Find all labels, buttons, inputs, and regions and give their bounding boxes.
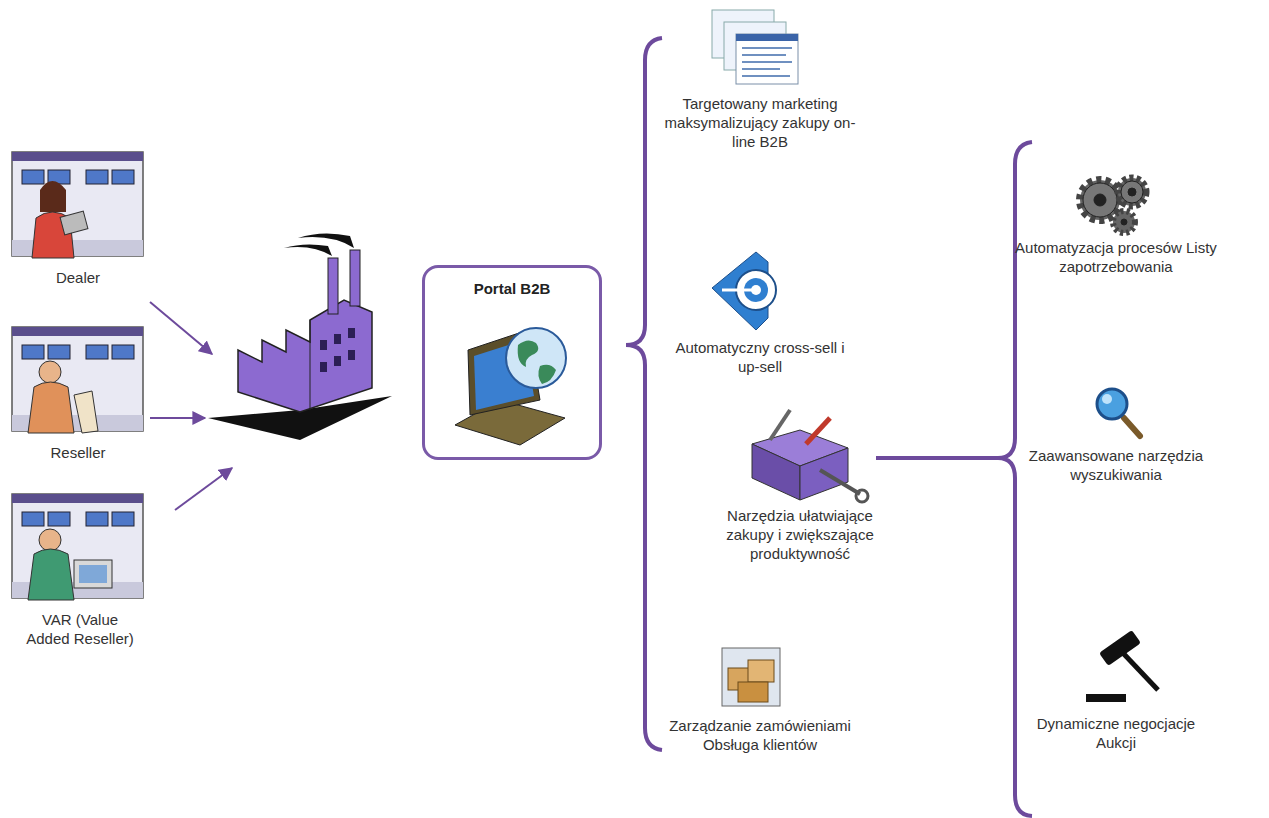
magnifier-icon-part [1102,394,1112,404]
gears-icon-part [1121,219,1127,225]
toolbox-icon-part [770,410,790,440]
boxes-icon-part [748,660,774,682]
gears-icon-part [1128,188,1136,196]
factory-illustration-part [328,258,338,314]
partner-arrows [150,302,232,510]
tool-caption: Automatyzacja procesów Listy zapotrzebow… [1011,238,1221,276]
toolbox-icon [752,410,868,502]
curly-brace-part [876,456,1000,460]
reseller-icon-part [28,382,74,433]
factory-illustration-part [284,244,332,256]
partner-label: Dealer [18,268,138,287]
factory-illustration-part [348,328,355,338]
partner-arrows-part [150,302,212,354]
gears-icon-part [1080,180,1120,220]
dealer-icon-part [12,152,143,256]
var-icon [12,494,143,600]
dealer-icon-part [60,211,88,235]
var-icon-part [79,565,107,583]
reseller-icon [12,327,143,433]
partner-label: VAR (Value Added Reseller) [25,610,135,648]
gavel-icon-part [1086,694,1126,702]
gears-icon-part [1113,211,1135,233]
web-pages-icon-part [736,34,798,41]
magnifier-icon-part [1097,389,1127,419]
reseller-icon-part [74,391,98,433]
toolbox-icon-part [820,470,860,494]
partner-arrows-part [175,468,232,510]
web-pages-icon-part [742,48,792,76]
feature-caption: Targetowany marketing maksymalizujący za… [655,94,865,151]
gears-icon-part [1083,183,1117,217]
box-title: Portal B2B [425,268,599,297]
dealer-icon-part [40,181,66,212]
var-icon-part [28,549,74,600]
toolbox-icon-part [856,490,868,502]
laptop-globe-icon-part [518,340,556,384]
partner-label: Reseller [18,443,138,462]
toolbox-icon-part [806,418,830,444]
factory-illustration-part [334,334,341,344]
factory-illustration-part [310,320,311,410]
factory-illustration-part [298,233,354,248]
factory-illustration [208,233,392,440]
boxes-icon-part [738,682,768,702]
feature-caption: Zarządzanie zamówieniami Obsługa klientó… [655,716,865,754]
web-pages-icon-part [742,61,792,63]
factory-illustration-part [238,300,372,412]
gears-icon-part [1094,194,1106,206]
gears-icon-part [1121,181,1143,203]
factory-illustration-part [320,362,327,372]
laptop-globe-icon [455,328,566,445]
factory-illustration-part [320,328,355,372]
magnifier-icon-part [1124,418,1140,436]
var-icon-part [39,529,61,551]
web-pages-icon-part [742,75,790,77]
web-pages-icon-part [736,34,798,84]
portal-box: Portal B2B [422,265,602,460]
curly-brace [626,38,1032,816]
gears-icon [1080,178,1146,233]
feature-caption: Narzędzia ułatwiające zakupy i zwiększaj… [705,506,895,563]
toolbox-icon-part [752,444,800,500]
web-pages-icon-part [742,68,780,70]
reseller-icon-part [39,361,61,383]
factory-illustration-part [348,350,355,360]
factory-illustration-part [320,340,327,350]
dealer-icon [12,152,143,258]
feature-caption: Automatyczny cross-sell i up-sell [665,338,855,376]
boxes-icon-part [722,648,780,706]
web-pages-icon-part [742,54,786,56]
factory-illustration-part [350,250,360,306]
gears-icon-part [1118,178,1146,206]
target-icon-part [712,252,768,330]
factory-illustration-part [334,356,341,366]
gavel-icon [1086,630,1158,702]
gavel-icon-part [1122,652,1158,690]
boxes-icon [722,648,780,706]
magnifier-icon [1097,389,1140,436]
laptop-globe-icon-part [506,328,566,388]
var-icon-part [74,560,112,588]
web-pages-icon [712,10,798,84]
web-pages-icon-part [742,47,792,49]
tool-caption: Zaawansowane narzędzia wyszukiwania [1016,446,1216,484]
partner-arrows-part [150,417,205,419]
curly-brace-part [626,38,662,750]
gavel-icon-part [1099,630,1141,666]
tool-caption: Dynamiczne negocjacje Aukcji [1016,714,1216,752]
target-icon-part [722,289,754,292]
target-icon [712,252,776,330]
